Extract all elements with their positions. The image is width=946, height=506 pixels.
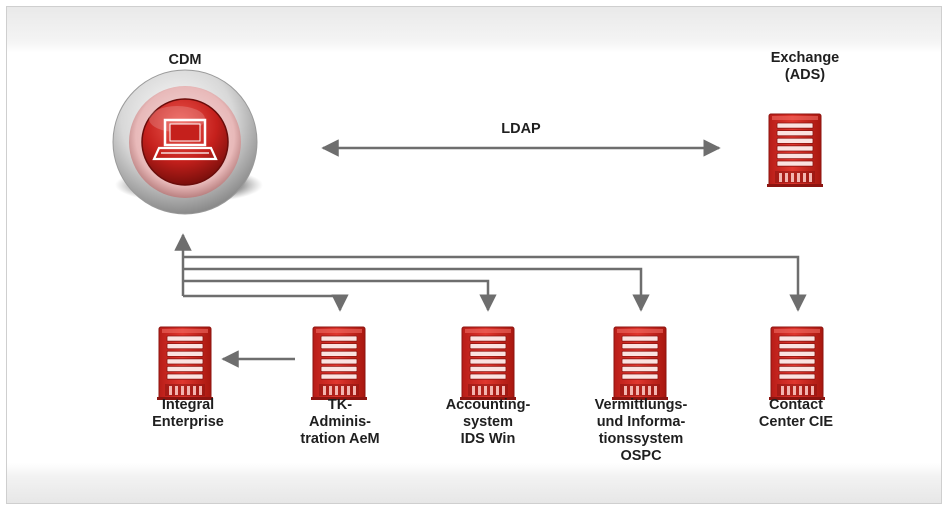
exchange-server-icon	[767, 113, 823, 187]
server-label-accounting-system: Accounting- system IDS Win	[445, 397, 531, 447]
server-label-vermittlungs-system: Vermittlungs- und Informa- tionssystem O…	[594, 397, 688, 464]
exchange-label: Exchange (ADS)	[770, 50, 840, 83]
tk-administration-server-icon	[311, 326, 367, 400]
server-label-tk-administration: TK- Adminis- tration AeM	[300, 397, 380, 447]
vermittlungs-system-server-icon	[612, 326, 668, 400]
integral-enterprise-server-icon	[157, 326, 213, 400]
ldap-label: LDAP	[501, 121, 541, 137]
diagram-canvas	[112, 69, 825, 400]
server-label-integral-enterprise: Integral Enterprise	[152, 397, 224, 430]
server-label-contact-center: Contact Center CIE	[758, 397, 834, 430]
accounting-system-server-icon	[460, 326, 516, 400]
cdm-computer-icon	[112, 69, 263, 215]
contact-center-server-icon	[769, 326, 825, 400]
diagram-frame: CDM Exchange (ADS) LDAP Integral Enterpr…	[6, 6, 942, 504]
servers-layer	[157, 113, 825, 400]
connection-lines	[174, 233, 807, 368]
cdm-label: CDM	[168, 52, 202, 68]
